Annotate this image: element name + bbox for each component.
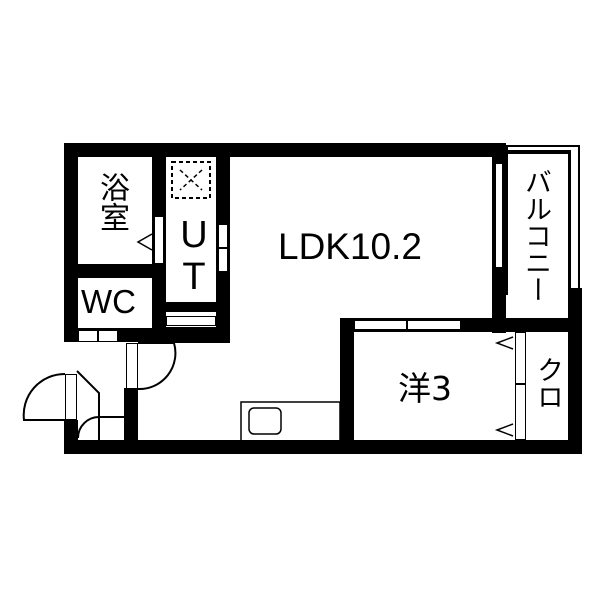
entrance-door-icon — [22, 372, 66, 421]
ldk-door-frame — [126, 343, 138, 389]
ldk-door-icon — [137, 342, 177, 391]
balcony-rail-right — [568, 150, 571, 290]
bath-door — [154, 216, 164, 264]
room-label-bath: 浴室 — [94, 172, 129, 232]
western-window-right — [407, 320, 461, 330]
room-label-ut: UT — [173, 214, 215, 298]
ut-door-upper — [218, 224, 228, 248]
wall-left-upper — [64, 143, 78, 333]
room-label-balcony: バルコニー — [520, 168, 551, 303]
room-label-ldk: LDK10.2 — [278, 226, 422, 267]
balcony-rail — [506, 145, 580, 295]
entrance-door-frame — [65, 374, 77, 420]
wall-western-left — [340, 318, 354, 448]
wall-top — [64, 143, 506, 157]
balcony-rail-inner — [506, 150, 568, 154]
ut-door-lower — [218, 248, 228, 272]
balcony-window — [495, 163, 503, 268]
wall-hall-ldk — [124, 388, 138, 444]
closet-arrow-top-icon — [494, 336, 514, 350]
room-label-western: 洋3 — [398, 369, 452, 408]
wc-door-right — [98, 330, 118, 342]
western-window-left — [354, 320, 407, 330]
room-label-closet: クロ — [532, 356, 563, 410]
closet-door-lower — [515, 384, 526, 440]
wall-ut-bottom — [152, 302, 230, 312]
wall-bottom — [64, 440, 582, 454]
closet-door-upper — [515, 332, 526, 384]
wall-ut-bottom2 — [152, 327, 230, 343]
room-label-wc: WC — [81, 283, 136, 320]
laundry-pan-icon — [171, 161, 211, 199]
hall-door-icon — [77, 416, 126, 440]
closet-arrow-bottom-icon — [494, 423, 514, 437]
ut-shelf — [166, 316, 216, 326]
kitchen-sink-icon — [240, 401, 341, 443]
wc-door-left — [78, 330, 98, 342]
wall-bath-wc — [64, 264, 164, 278]
shoe-box-outline — [76, 370, 100, 440]
bath-door-arrow-icon — [136, 233, 153, 251]
